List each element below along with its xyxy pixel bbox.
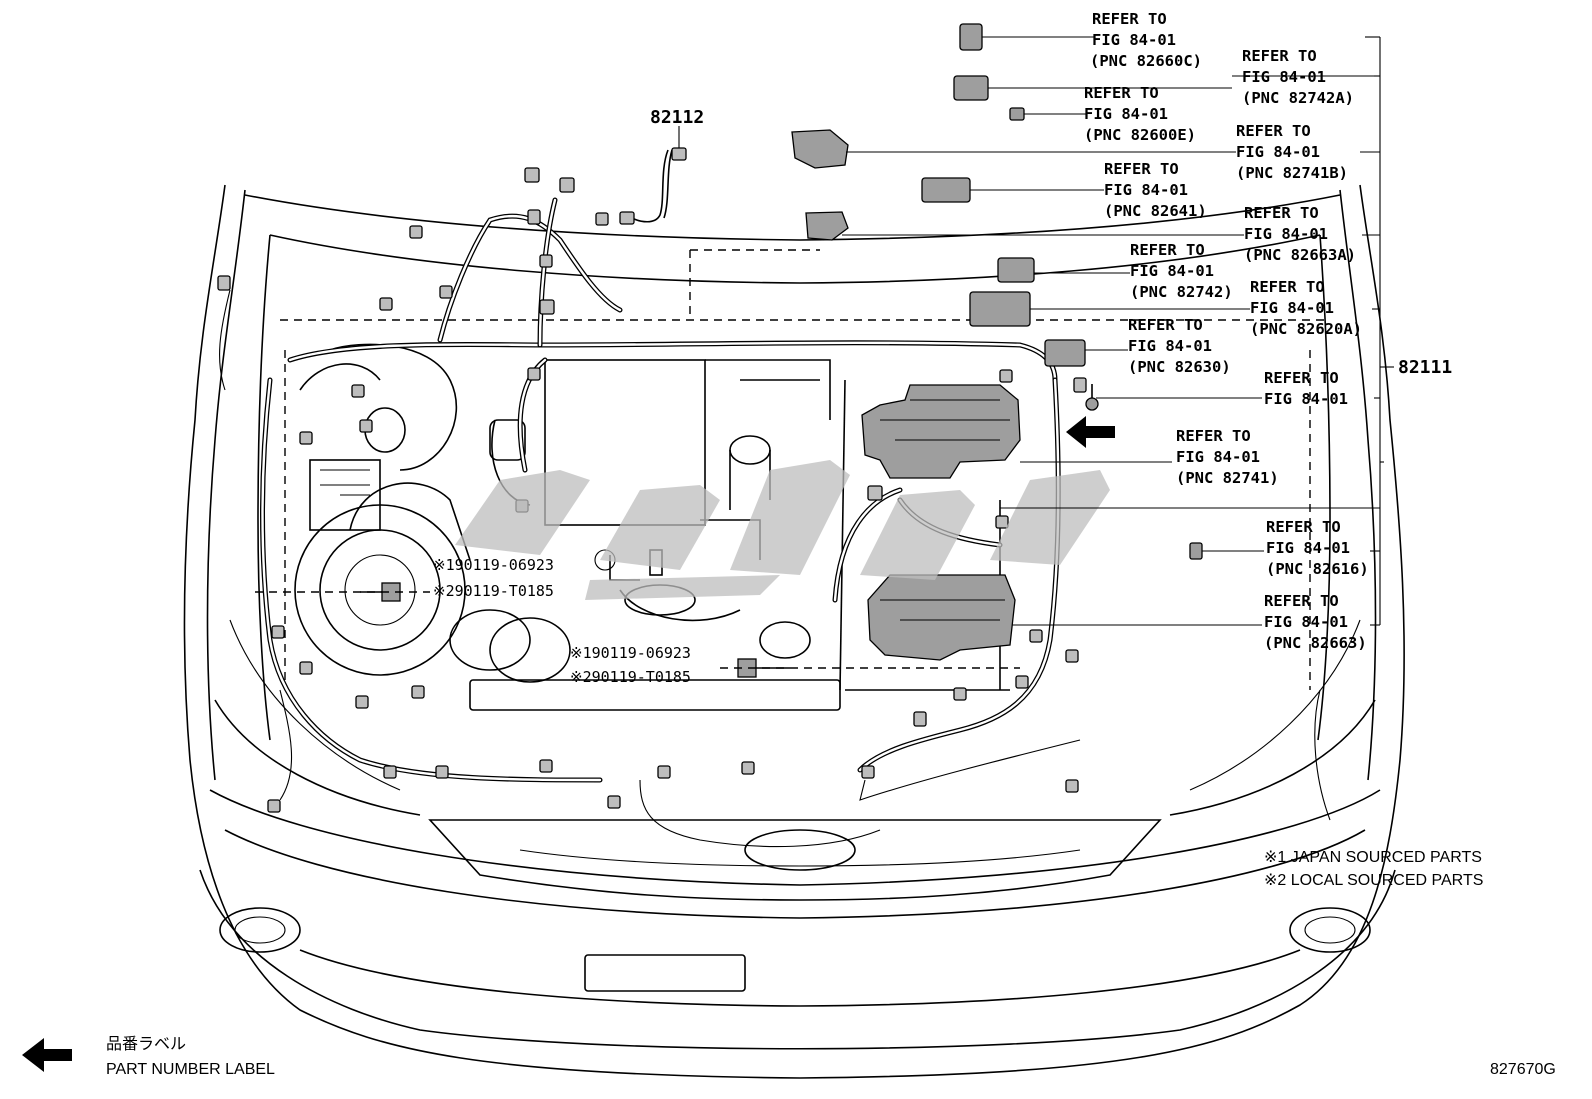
ref-1-line3: (PNC 82742A) bbox=[1242, 89, 1354, 107]
vehicle-body-outline bbox=[183, 184, 1405, 1079]
legend-label-en: PART NUMBER LABEL bbox=[106, 1061, 275, 1078]
reference-callouts: REFER TO FIG 84-01 (PNC 82660C) REFER TO… bbox=[1084, 10, 1369, 652]
ref-0-line2: FIG 84-01 bbox=[1092, 31, 1176, 49]
ref-0-line3: (PNC 82660C) bbox=[1090, 52, 1202, 70]
ref-4-line1: REFER TO bbox=[1104, 160, 1179, 178]
leader-lines bbox=[678, 36, 1394, 626]
ref-9-line2: FIG 84-01 bbox=[1264, 390, 1348, 408]
ref-9-line1: REFER TO bbox=[1264, 369, 1339, 387]
harness-connectors bbox=[217, 147, 1087, 813]
bolt-upper-b: ※290119-T0185 bbox=[433, 582, 554, 600]
ref-6-line2: FIG 84-01 bbox=[1130, 262, 1214, 280]
relay-blocks bbox=[861, 257, 1203, 661]
ref-11-line1: REFER TO bbox=[1266, 518, 1341, 536]
ref-11-line2: FIG 84-01 bbox=[1266, 539, 1350, 557]
ref-2-line1: REFER TO bbox=[1084, 84, 1159, 102]
ref-6-line1: REFER TO bbox=[1130, 241, 1205, 259]
part-number-label-marker bbox=[1066, 416, 1115, 448]
ref-2-line3: (PNC 82600E) bbox=[1084, 126, 1196, 144]
ref-3-line3: (PNC 82741B) bbox=[1236, 164, 1348, 182]
ref-5-line1: REFER TO bbox=[1244, 204, 1319, 222]
note-japan-sourced: ※1 JAPAN SOURCED PARTS bbox=[1264, 849, 1482, 866]
ref-3-line1: REFER TO bbox=[1236, 122, 1311, 140]
ref-2-line2: FIG 84-01 bbox=[1084, 105, 1168, 123]
ref-12-line2: FIG 84-01 bbox=[1264, 613, 1348, 631]
bolt-lower-a: ※190119-06923 bbox=[570, 644, 691, 662]
part-number-82111: 82111 bbox=[1398, 357, 1452, 378]
legend-label-jp: 品番ラベル bbox=[106, 1035, 186, 1053]
part-number-82112: 82112 bbox=[650, 107, 704, 128]
bolt-part-numbers: ※190119-06923 ※290119-T0185 ※190119-0692… bbox=[433, 556, 691, 686]
note-local-sourced: ※2 LOCAL SOURCED PARTS bbox=[1264, 872, 1483, 889]
ref-6-line3: (PNC 82742) bbox=[1130, 283, 1233, 301]
legend: 品番ラベル PART NUMBER LABEL bbox=[22, 1035, 275, 1078]
source-notes: ※1 JAPAN SOURCED PARTS ※2 LOCAL SOURCED … bbox=[1264, 849, 1483, 889]
ref-12-line3: (PNC 82663) bbox=[1264, 634, 1367, 652]
ref-1-line1: REFER TO bbox=[1242, 47, 1317, 65]
legend-arrow-icon bbox=[22, 1038, 72, 1072]
figure-code: 827670G bbox=[1490, 1061, 1556, 1078]
ref-8-line2: FIG 84-01 bbox=[1128, 337, 1212, 355]
ref-10-line3: (PNC 82741) bbox=[1176, 469, 1279, 487]
reference-components bbox=[791, 23, 1025, 241]
bolts bbox=[255, 384, 1099, 678]
ref-7-line2: FIG 84-01 bbox=[1250, 299, 1334, 317]
ref-5-line3: (PNC 82663A) bbox=[1244, 246, 1356, 264]
bolt-lower-b: ※290119-T0185 bbox=[570, 668, 691, 686]
ref-3-line2: FIG 84-01 bbox=[1236, 143, 1320, 161]
ref-10-line2: FIG 84-01 bbox=[1176, 448, 1260, 466]
ref-8-line3: (PNC 82630) bbox=[1128, 358, 1231, 376]
ref-7-line3: (PNC 82620A) bbox=[1250, 320, 1362, 338]
ref-4-line2: FIG 84-01 bbox=[1104, 181, 1188, 199]
watermark bbox=[455, 460, 1110, 600]
ref-11-line3: (PNC 82616) bbox=[1266, 560, 1369, 578]
bolt-upper-a: ※190119-06923 bbox=[433, 556, 554, 574]
ref-8-line1: REFER TO bbox=[1128, 316, 1203, 334]
ref-12-line1: REFER TO bbox=[1264, 592, 1339, 610]
ref-10-line1: REFER TO bbox=[1176, 427, 1251, 445]
ref-5-line2: FIG 84-01 bbox=[1244, 225, 1328, 243]
ref-0-line1: REFER TO bbox=[1092, 10, 1167, 28]
ref-4-line3: (PNC 82641) bbox=[1104, 202, 1207, 220]
part-number-labels: 82112 82111 bbox=[650, 107, 1452, 378]
ref-1-line2: FIG 84-01 bbox=[1242, 68, 1326, 86]
ref-7-line1: REFER TO bbox=[1250, 278, 1325, 296]
